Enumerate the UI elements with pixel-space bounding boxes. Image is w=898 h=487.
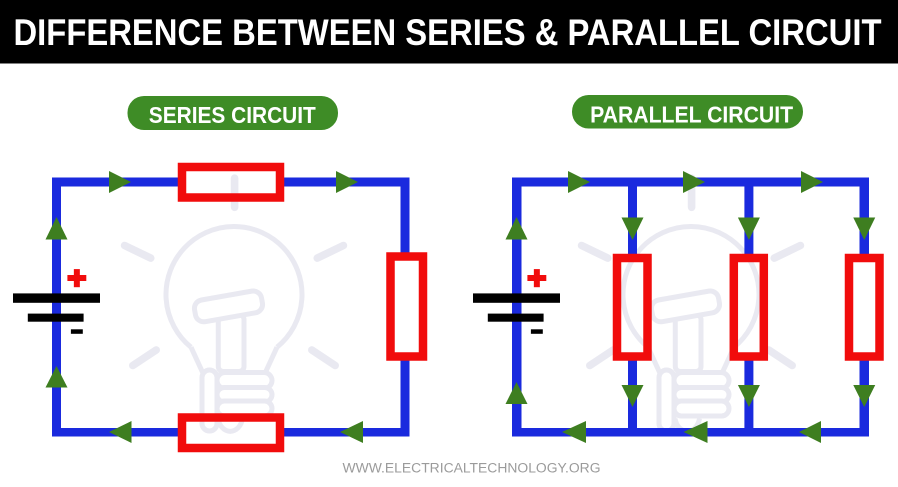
svg-text:SERIES CIRCUIT: SERIES CIRCUIT — [149, 102, 317, 128]
svg-text:WWW.ELECTRICALTECHNOLOGY.ORG: WWW.ELECTRICALTECHNOLOGY.ORG — [343, 461, 601, 476]
svg-text:DIFFERENCE BETWEEN SERIES & PA: DIFFERENCE BETWEEN SERIES & PARALLEL CIR… — [14, 12, 882, 53]
svg-text:PARALLEL CIRCUIT: PARALLEL CIRCUIT — [590, 102, 794, 128]
